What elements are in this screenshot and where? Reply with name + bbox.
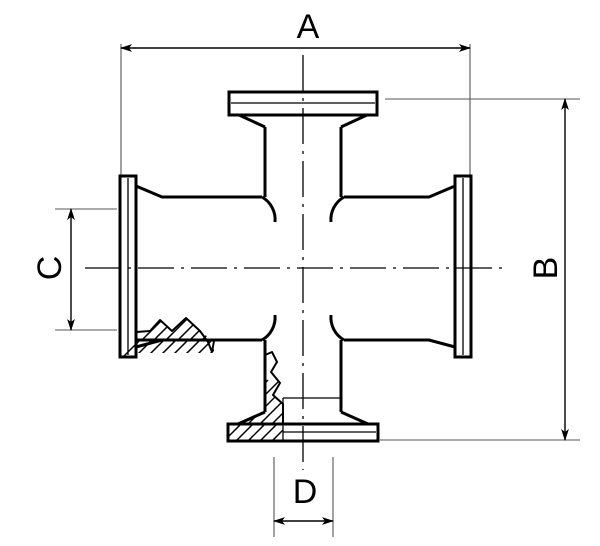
left-upper-taper (135, 184, 262, 199)
right-upper-taper (344, 184, 456, 199)
dimension-label-d: D (293, 473, 318, 511)
bottom-port-break-line (264, 351, 284, 425)
bottom-port-left-shoulder (237, 410, 266, 426)
top-left-fillet-arc (261, 195, 277, 223)
top-flange-outline (227, 90, 379, 117)
internal-lines (127, 102, 464, 441)
dimension-lines (67, 44, 569, 525)
bottom-port-right-shoulder (340, 410, 369, 426)
dimension-label-c: C (31, 256, 69, 281)
right-flange-outline (453, 174, 473, 359)
top-port-left-shoulder (238, 113, 266, 129)
left-flange-break-line (135, 317, 215, 353)
right-lower-taper (344, 338, 456, 349)
centerlines (85, 55, 506, 470)
left-hatch-lower (120, 341, 214, 357)
bottom-right-fillet-arc (329, 314, 345, 342)
top-port-right-shoulder (340, 113, 368, 129)
dimension-label-a: A (297, 8, 320, 46)
left-hatch-upper (136, 318, 211, 340)
break-lines (135, 317, 284, 425)
fitting-outline (118, 90, 473, 443)
top-right-fillet-arc (329, 195, 345, 223)
bottom-hatch-flange (228, 425, 283, 440)
cut-face-edges (136, 338, 378, 443)
bottom-left-fillet-arc (261, 314, 277, 342)
extension-lines (55, 44, 580, 537)
dimension-label-b: B (527, 257, 565, 280)
